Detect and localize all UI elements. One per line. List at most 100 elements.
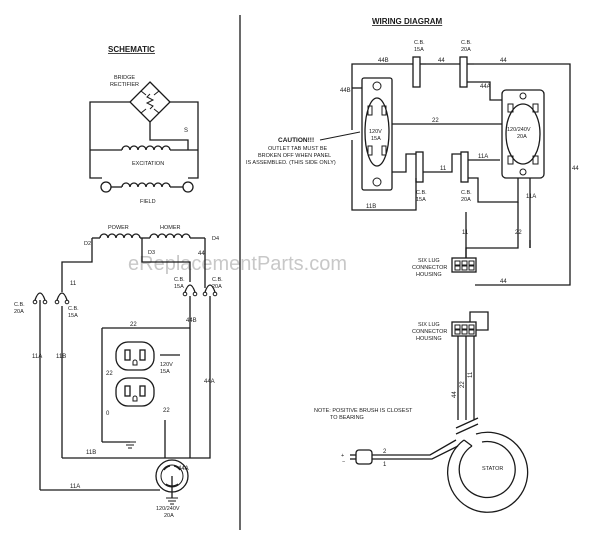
- schematic-cb1-a: 20A: [14, 309, 24, 315]
- wiring-cb-15a-top: [412, 56, 426, 88]
- wiring-cb4-c: C.B.: [461, 190, 472, 196]
- stator-leads: [455, 311, 489, 435]
- sch-wire-22-right: 22: [163, 408, 170, 414]
- schematic-twistlock-outlet: [155, 459, 189, 493]
- sch-wire-11b-bottom: 11B: [86, 450, 96, 456]
- schematic-cb-15a-mid: [182, 284, 198, 297]
- sch-wire-44a: 44A: [204, 379, 215, 385]
- wir-wire-11-lower: 11: [462, 230, 469, 236]
- schematic-cb4-c: C.B.: [212, 277, 223, 283]
- schematic-cb3-a: 15A: [174, 284, 184, 290]
- wiring-outlet240-a: 20A: [517, 134, 527, 140]
- caution-line-1: OUTLET TAB MUST BE: [268, 146, 328, 152]
- sch-wire-11a-bottom: 11A: [70, 484, 80, 490]
- caution-line-3: IS ASSEMBLED. (THIS SIDE ONLY): [246, 160, 336, 166]
- wiring-outlet-120v: [361, 77, 393, 191]
- wir-wire-44-right: 44: [500, 58, 507, 64]
- stator-wire-11: 11: [468, 371, 474, 378]
- wiring-cb4-a: 20A: [461, 197, 471, 203]
- six-lug-connector-1: [451, 257, 477, 273]
- caution-leader: [319, 131, 361, 141]
- brush-plus: +: [341, 453, 344, 459]
- field-label: FIELD: [140, 199, 156, 205]
- six-lug-connector-2: [451, 321, 477, 337]
- wiring-outlet120-a: 15A: [371, 136, 381, 142]
- d4-label: D4: [212, 236, 219, 242]
- caution-line-2: BROKEN OFF WHEN PANEL: [258, 153, 331, 159]
- sch-wire-44a-bottom: 44A: [178, 466, 189, 472]
- wir-wire-44b-top: 44B: [378, 58, 389, 64]
- sch-wire-44b: 44B: [186, 318, 197, 324]
- wiring-connections: [351, 63, 571, 286]
- wiring-cb2-a: 20A: [461, 47, 471, 53]
- stator-wire-44: 44: [452, 391, 458, 398]
- brush-plug: [350, 439, 459, 465]
- sch-wire-0: 0: [106, 411, 110, 417]
- wiring-cb-20a-bottom: [460, 151, 469, 183]
- wiring-cb-20a-top: [459, 56, 474, 88]
- schematic-outlet-120v: [115, 341, 155, 371]
- wiring-cb1-a: 15A: [414, 47, 424, 53]
- d2-label: D2: [84, 241, 91, 247]
- schematic-cb2-a: 15A: [68, 313, 78, 319]
- brush-wire-1: 1: [383, 462, 387, 468]
- wiring-cb3-c: C.B.: [416, 190, 427, 196]
- schematic-cb2-c: C.B.: [68, 306, 79, 312]
- wiring-outlet240-v: 120/240V: [507, 127, 531, 133]
- wir-wire-11b: 11B: [366, 204, 376, 210]
- sch-wire-22-left: 22: [106, 371, 113, 377]
- sch-wire-11: 11: [70, 281, 77, 287]
- rectifier-s-mark: S: [184, 128, 188, 134]
- sch-wire-44: 44: [198, 251, 205, 257]
- schematic-outlet-240v: [115, 377, 155, 407]
- wiring-title: WIRING DIAGRAM: [372, 17, 443, 26]
- wiring-cb3-a: 15A: [416, 197, 426, 203]
- schematic-title: SCHEMATIC: [108, 45, 155, 54]
- wir-wire-11: 11: [440, 166, 447, 172]
- wir-wire-11a-right: 11A: [526, 194, 536, 200]
- schematic-cb1-c: C.B.: [14, 302, 25, 308]
- sch-wire-11a: 11A: [32, 354, 42, 360]
- six-lug-2-line-2: CONNECTOR: [412, 329, 447, 335]
- wiring-outlet120-v: 120V: [369, 129, 382, 135]
- wir-wire-44-top: 44: [438, 58, 445, 64]
- wir-wire-44b-left: 44B: [340, 88, 351, 94]
- schematic-cb3-c: C.B.: [174, 277, 185, 283]
- brush-minus: −: [342, 459, 345, 465]
- d3-label: D3: [148, 250, 155, 256]
- wir-wire-44-bottom: 44: [500, 279, 507, 285]
- six-lug-1-line-2: CONNECTOR: [412, 265, 447, 271]
- wiring-cb-15a-bottom: [415, 151, 424, 183]
- caution-title: CAUTION!!!: [278, 137, 314, 144]
- excitation-label: EXCITATION: [132, 161, 164, 167]
- watermark: eReplacementParts.com: [128, 253, 347, 275]
- wir-wire-22-lower: 22: [515, 230, 522, 236]
- rectifier-left-lead: [89, 101, 130, 179]
- excitation-coil: [90, 145, 198, 151]
- wiring-cb1-c: C.B.: [414, 40, 425, 46]
- field-coil: [100, 181, 194, 193]
- schematic-outlet120-v: 120V: [160, 362, 173, 368]
- note-line-2: TO BEARING: [330, 415, 364, 421]
- six-lug-2-line-1: SIX LUG: [418, 322, 440, 328]
- stator: [447, 431, 529, 513]
- six-lug-2-line-3: HOUSING: [416, 336, 442, 342]
- schematic-twistlock-v: 120/240V: [156, 506, 180, 512]
- schematic-cb-15a-left: [54, 292, 70, 305]
- homer-winding-label: HOMER: [160, 225, 181, 231]
- power-homer-windings: [92, 233, 205, 239]
- schematic-cb-20a-mid: [202, 284, 218, 297]
- stator-wire-22: 22: [460, 381, 466, 388]
- six-lug-1-line-1: SIX LUG: [418, 258, 440, 264]
- wir-wire-11a: 11A: [478, 154, 488, 160]
- schematic-outlet120-a: 15A: [160, 369, 170, 375]
- six-lug-1-line-3: HOUSING: [416, 272, 442, 278]
- wiring-outlet-240v: [501, 89, 545, 179]
- power-winding-label: POWER: [108, 225, 129, 231]
- wiring-cb2-c: C.B.: [461, 40, 472, 46]
- sch-wire-11b: 11B: [56, 354, 66, 360]
- schematic-cb4-a: 20A: [212, 284, 222, 290]
- schematic-twistlock-a: 20A: [164, 513, 174, 519]
- wir-wire-22: 22: [432, 118, 439, 124]
